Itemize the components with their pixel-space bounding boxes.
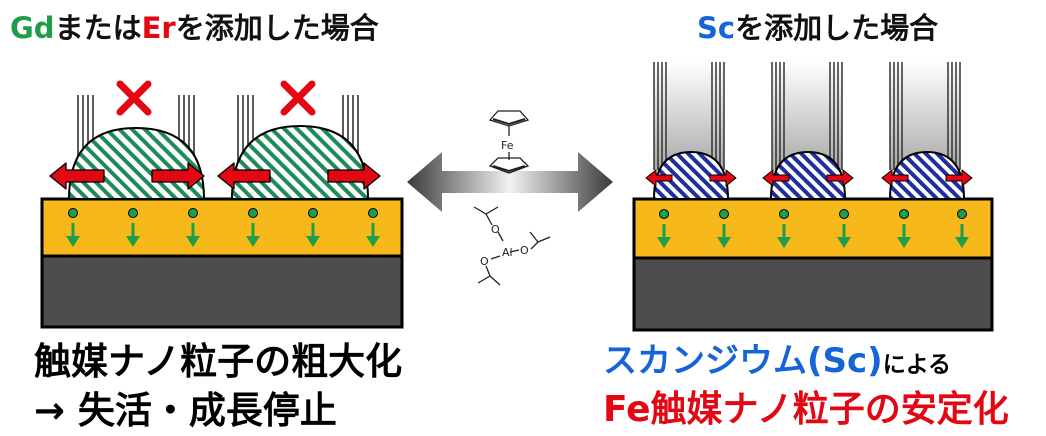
right-arrow-outward-5 [881, 169, 909, 187]
left-arrow-outward-4 [327, 162, 381, 190]
left-arrow-outward-1 [49, 162, 105, 190]
isopropoxide-o-label-3: O [480, 255, 489, 268]
center-precursors: Fe O Al O O [407, 110, 613, 286]
right-arrow-outward-1 [645, 169, 673, 187]
left-substrate-layer [40, 254, 404, 329]
left-diffusion-markers [66, 208, 380, 247]
isopropoxide-al-label: Al [502, 246, 513, 259]
left-arrow-outward-2 [151, 162, 205, 190]
ferrocene-structure [488, 110, 530, 174]
caption-right-line-1: スカンジウム(Sc)による [603, 341, 952, 381]
caption-right-line-2: Fe触媒ナノ粒子の安定化 [603, 389, 1009, 430]
right-arrow-outward-2 [709, 169, 737, 187]
isopropoxide-o-label-2: O [520, 244, 529, 257]
double-arrow [407, 152, 613, 212]
left-cross-mark-1 [116, 80, 152, 116]
isopropoxide-o-label-1: O [491, 223, 500, 236]
right-arrow-outward-3 [762, 169, 790, 187]
left-cross-mark-2 [280, 80, 316, 116]
left-buffer-layer [40, 197, 404, 258]
title-right: Scを添加した場合 [697, 11, 939, 45]
left-panel [40, 80, 404, 329]
caption-left-line-1: 触媒ナノ粒子の粗大化 [34, 340, 403, 383]
right-substrate-layer [632, 256, 994, 332]
ferrocene-fe-label: Fe [501, 139, 514, 152]
caption-left-line-2: → 失活・成長停止 [34, 389, 337, 432]
left-arrow-outward-3 [217, 162, 271, 190]
right-buffer-layer [632, 197, 994, 260]
right-arrow-outward-6 [945, 169, 973, 187]
right-panel [632, 62, 994, 332]
aluminium-isopropoxide-structure [473, 206, 551, 286]
title-left: GdまたはErを添加した場合 [10, 11, 379, 45]
right-diffusion-markers [657, 209, 969, 248]
right-arrow-outward-4 [826, 169, 854, 187]
